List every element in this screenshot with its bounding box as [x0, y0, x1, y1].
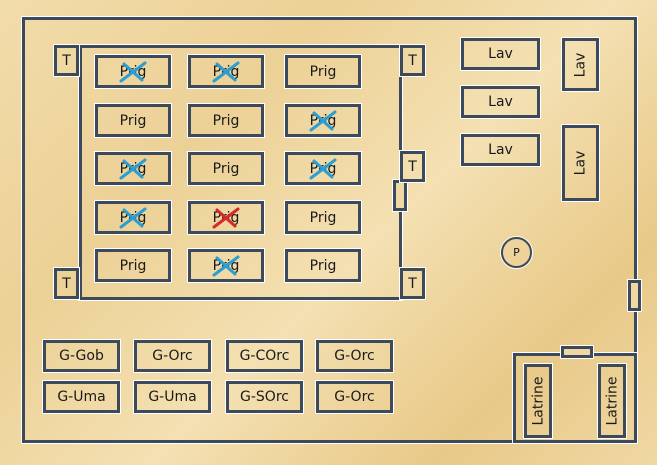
cell[interactable]: Prig [188, 201, 264, 234]
tower[interactable]: T [400, 45, 425, 76]
guard-room[interactable]: G-Orc [134, 340, 211, 372]
tower-label: T [408, 158, 417, 175]
guard-label: G-Gob [59, 348, 104, 364]
cell-label: Prig [119, 112, 147, 129]
latrine-room[interactable]: Latrine [598, 364, 626, 438]
cell-label: Prig [309, 160, 337, 177]
cell-label: Prig [212, 209, 240, 226]
guard-label: G-Orc [152, 348, 193, 364]
tower-label: T [408, 52, 417, 69]
guard-room[interactable]: G-Gob [43, 340, 120, 372]
lav-label: Lav [488, 94, 513, 110]
yard-door[interactable] [393, 180, 407, 211]
guard-room[interactable]: G-SOrc [226, 381, 303, 413]
cell[interactable]: Prig [188, 152, 264, 185]
lav-room[interactable]: Lav [461, 134, 540, 166]
guard-label: G-SOrc [240, 389, 289, 405]
cell-label: Prig [119, 160, 147, 177]
cell[interactable]: Prig [188, 55, 264, 88]
latrine-label: Latrine [530, 376, 546, 426]
guard-label: G-Orc [334, 348, 375, 364]
cell-label: Prig [119, 209, 147, 226]
cell-label: Prig [119, 257, 147, 274]
guard-label: G-Uma [57, 389, 106, 405]
cell[interactable]: Prig [188, 104, 264, 137]
cell[interactable]: Prig [188, 249, 264, 282]
cell-label: Prig [212, 160, 240, 177]
tower-label: T [62, 275, 71, 292]
point-label: P [513, 246, 520, 259]
cell[interactable]: Prig [95, 201, 171, 234]
lav-label: Lav [488, 142, 513, 158]
cell[interactable]: Prig [285, 152, 361, 185]
cell-label: Prig [309, 63, 337, 80]
outer-door[interactable] [628, 280, 641, 311]
lav-room[interactable]: Lav [562, 125, 599, 201]
tower-label: T [408, 275, 417, 292]
guard-room[interactable]: G-Uma [134, 381, 211, 413]
latrine-room[interactable]: Latrine [524, 364, 552, 438]
tower[interactable]: T [400, 151, 425, 182]
guard-room[interactable]: G-Orc [316, 381, 393, 413]
lav-room[interactable]: Lav [562, 38, 599, 91]
guard-room[interactable]: G-COrc [226, 340, 303, 372]
outer-wall [22, 17, 637, 443]
guard-label: G-COrc [239, 348, 290, 364]
lav-label: Lav [488, 46, 513, 62]
cell[interactable]: Prig [95, 249, 171, 282]
guard-label: G-Orc [334, 389, 375, 405]
cell[interactable]: Prig [95, 104, 171, 137]
lav-room[interactable]: Lav [461, 86, 540, 118]
cell[interactable]: Prig [285, 104, 361, 137]
lav-label: Lav [572, 150, 589, 176]
cell-label: Prig [212, 257, 240, 274]
latrine-label: Latrine [604, 376, 620, 426]
lav-room[interactable]: Lav [461, 38, 540, 70]
cell[interactable]: Prig [285, 55, 361, 88]
cell-label: Prig [309, 209, 337, 226]
cell-label: Prig [212, 63, 240, 80]
guard-room[interactable]: G-Orc [316, 340, 393, 372]
cell[interactable]: Prig [95, 55, 171, 88]
cell-label: Prig [119, 63, 147, 80]
point-marker[interactable]: P [501, 237, 532, 268]
tower-label: T [62, 52, 71, 69]
cell-label: Prig [212, 112, 240, 129]
cell-label: Prig [309, 112, 337, 129]
cell[interactable]: Prig [285, 249, 361, 282]
tower[interactable]: T [54, 45, 79, 76]
guard-label: G-Uma [148, 389, 197, 405]
cell[interactable]: Prig [95, 152, 171, 185]
tower[interactable]: T [400, 268, 425, 299]
tower[interactable]: T [54, 268, 79, 299]
cell[interactable]: Prig [285, 201, 361, 234]
cell-label: Prig [309, 257, 337, 274]
guard-room[interactable]: G-Uma [43, 381, 120, 413]
lav-label: Lav [572, 52, 589, 77]
latrine-door[interactable] [561, 346, 593, 358]
